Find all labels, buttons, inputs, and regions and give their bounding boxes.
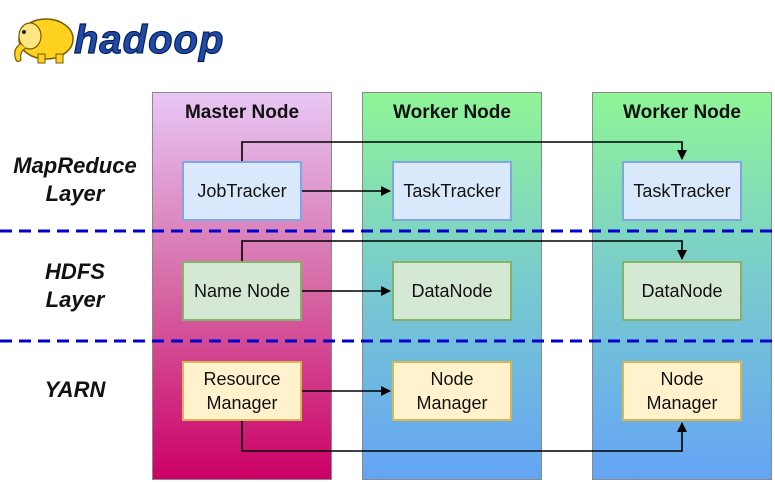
layer-label-line: Layer [45,181,105,206]
arrow-resourcemanager-to-nodemanager-2 [241,421,687,452]
layer-label-line: Layer [45,287,105,312]
logo-wordmark: hadoop [74,18,224,62]
node-manager-label-line: Manager [416,393,488,413]
master-node-title: Master Node [184,102,300,123]
namenode-label: Name Node [193,281,291,301]
worker-node-title-1: Worker Node [393,102,511,123]
node-manager-label-line: Manager [646,393,718,413]
tasktracker-label: TaskTracker [633,181,731,201]
datanode-label: DataNode [641,281,723,301]
jobtracker-box: JobTracker [182,161,302,221]
arrow-jobtracker-to-tasktracker-2 [241,141,687,161]
tasktracker-label: TaskTracker [403,181,501,201]
resource-manager-label-line: Manager [206,393,278,413]
hdfs-layer-label: HDFS Layer [0,258,150,314]
jobtracker-label: JobTracker [197,181,287,201]
hadoop-logo: hadoop [14,17,224,64]
node-manager-box-2: Node Manager [622,361,742,421]
node-manager-box-1: Node Manager [392,361,512,421]
arrow-namenode-to-datanode-2 [241,240,687,261]
layer-label-line: HDFS [45,259,105,284]
yarn-layer-label: YARN [0,376,150,404]
tasktracker-box-1: TaskTracker [392,161,512,221]
node-manager-label-line: Node [660,369,704,389]
elephant-icon [14,18,74,64]
datanode-label: DataNode [411,281,493,301]
mapreduce-layer-label: MapReduce Layer [0,152,150,208]
datanode-box-1: DataNode [392,261,512,321]
layer-label-line: YARN [44,377,106,402]
tasktracker-box-2: TaskTracker [622,161,742,221]
layer-label-line: MapReduce [13,153,137,178]
resource-manager-box: Resource Manager [182,361,302,421]
datanode-box-2: DataNode [622,261,742,321]
worker-node-title-2: Worker Node [623,102,741,123]
resource-manager-label-line: Resource [203,369,281,389]
namenode-box: Name Node [182,261,302,321]
node-manager-label-line: Node [430,369,474,389]
